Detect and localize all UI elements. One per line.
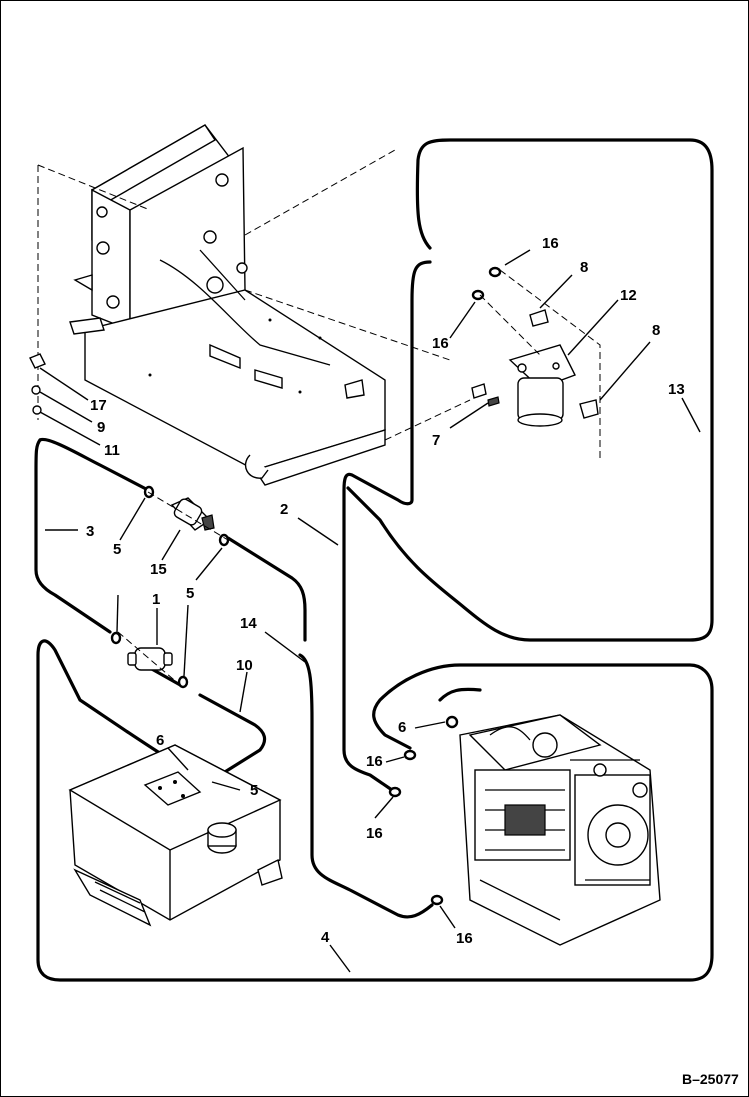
callout-7: 7 — [432, 432, 440, 449]
callout-16-top: 16 — [542, 235, 559, 252]
callout-5-c: 5 — [250, 782, 258, 799]
callout-10: 10 — [236, 657, 253, 674]
callout-6-right: 6 — [398, 719, 406, 736]
callout-14: 14 — [240, 615, 257, 632]
callout-9: 9 — [97, 419, 105, 436]
figure-reference-code: B–25077 — [682, 1071, 739, 1087]
hose-clamps — [110, 266, 502, 906]
callout-11: 11 — [104, 442, 120, 459]
callout-12: 12 — [620, 287, 637, 304]
callout-labels: 16 8 12 16 8 13 7 17 9 11 3 2 5 15 5 1 1… — [86, 235, 685, 947]
fuel-tank — [68, 744, 283, 927]
callout-15: 15 — [150, 561, 167, 578]
inline-fuel-filter-15 — [170, 497, 215, 531]
callout-1: 1 — [152, 591, 160, 608]
callout-17: 17 — [90, 397, 107, 414]
callout-16-low: 16 — [366, 825, 383, 842]
callout-8-right: 8 — [652, 322, 660, 339]
fuel-hoses — [34, 138, 714, 982]
callout-16-mid: 16 — [366, 753, 383, 770]
callout-5-b: 5 — [186, 585, 194, 602]
callout-3: 3 — [86, 523, 94, 540]
callout-13: 13 — [668, 381, 685, 398]
chassis-frame — [69, 124, 386, 486]
callout-8-top: 8 — [580, 259, 588, 276]
callout-2: 2 — [280, 501, 288, 518]
callout-16-left: 16 — [432, 335, 449, 352]
fittings-17-9-11 — [29, 353, 46, 415]
fuel-filter-assembly — [471, 309, 599, 427]
callout-6-left: 6 — [156, 732, 164, 749]
engine — [459, 714, 661, 946]
callout-4: 4 — [321, 929, 330, 946]
leader-lines — [39, 249, 701, 973]
callout-16-bottom: 16 — [456, 930, 473, 947]
callout-5-a: 5 — [113, 541, 121, 558]
inline-fuel-filter-1 — [127, 647, 173, 671]
